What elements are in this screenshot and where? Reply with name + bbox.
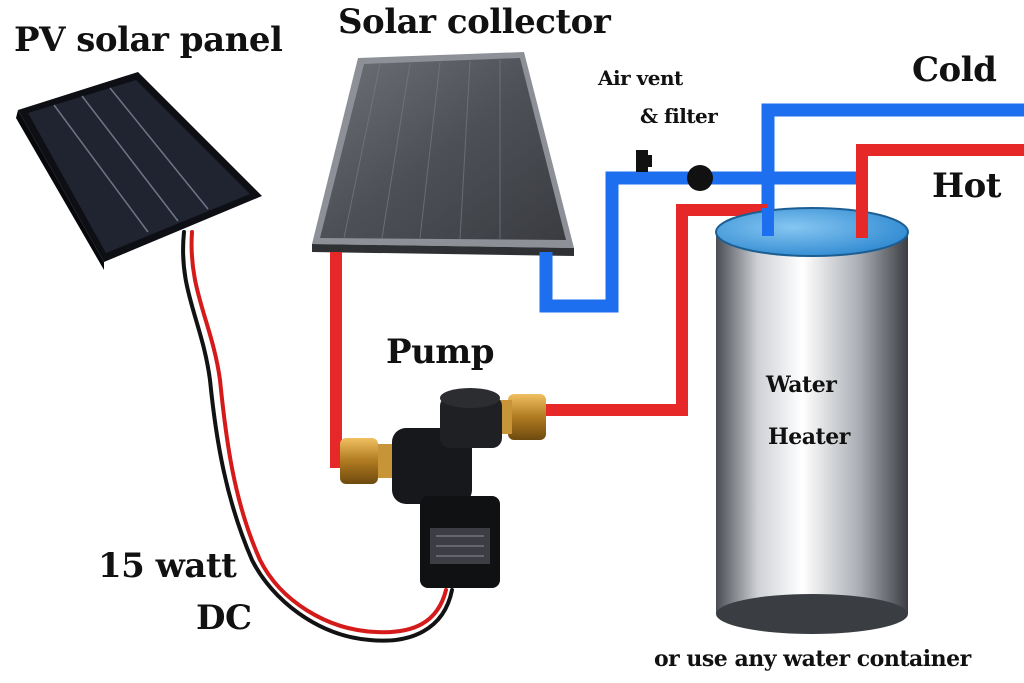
- solar-collector-label: Solar collector: [338, 2, 611, 42]
- water-heater-label-line2: Heater: [768, 424, 850, 450]
- power-rating-label-line1: 15 watt: [98, 546, 237, 586]
- pump: [340, 388, 546, 588]
- hot-label: Hot: [932, 166, 1002, 206]
- dc-power-wires: [181, 230, 454, 643]
- air-vent-label-line1: Air vent: [598, 66, 683, 90]
- container-note: or use any water container: [654, 646, 971, 672]
- cold-label: Cold: [912, 50, 997, 90]
- pv-solar-panel-label: PV solar panel: [14, 20, 283, 60]
- water-heater-label-line1: Water: [766, 372, 837, 398]
- air-vent-filter: [636, 150, 713, 191]
- pump-label: Pump: [386, 332, 495, 372]
- solar-collector: [312, 52, 574, 256]
- air-vent-label-line2: & filter: [640, 104, 718, 128]
- power-rating-label-line2: DC: [196, 598, 252, 638]
- water-heater-tank: [715, 207, 909, 634]
- pv-solar-panel: [16, 72, 262, 270]
